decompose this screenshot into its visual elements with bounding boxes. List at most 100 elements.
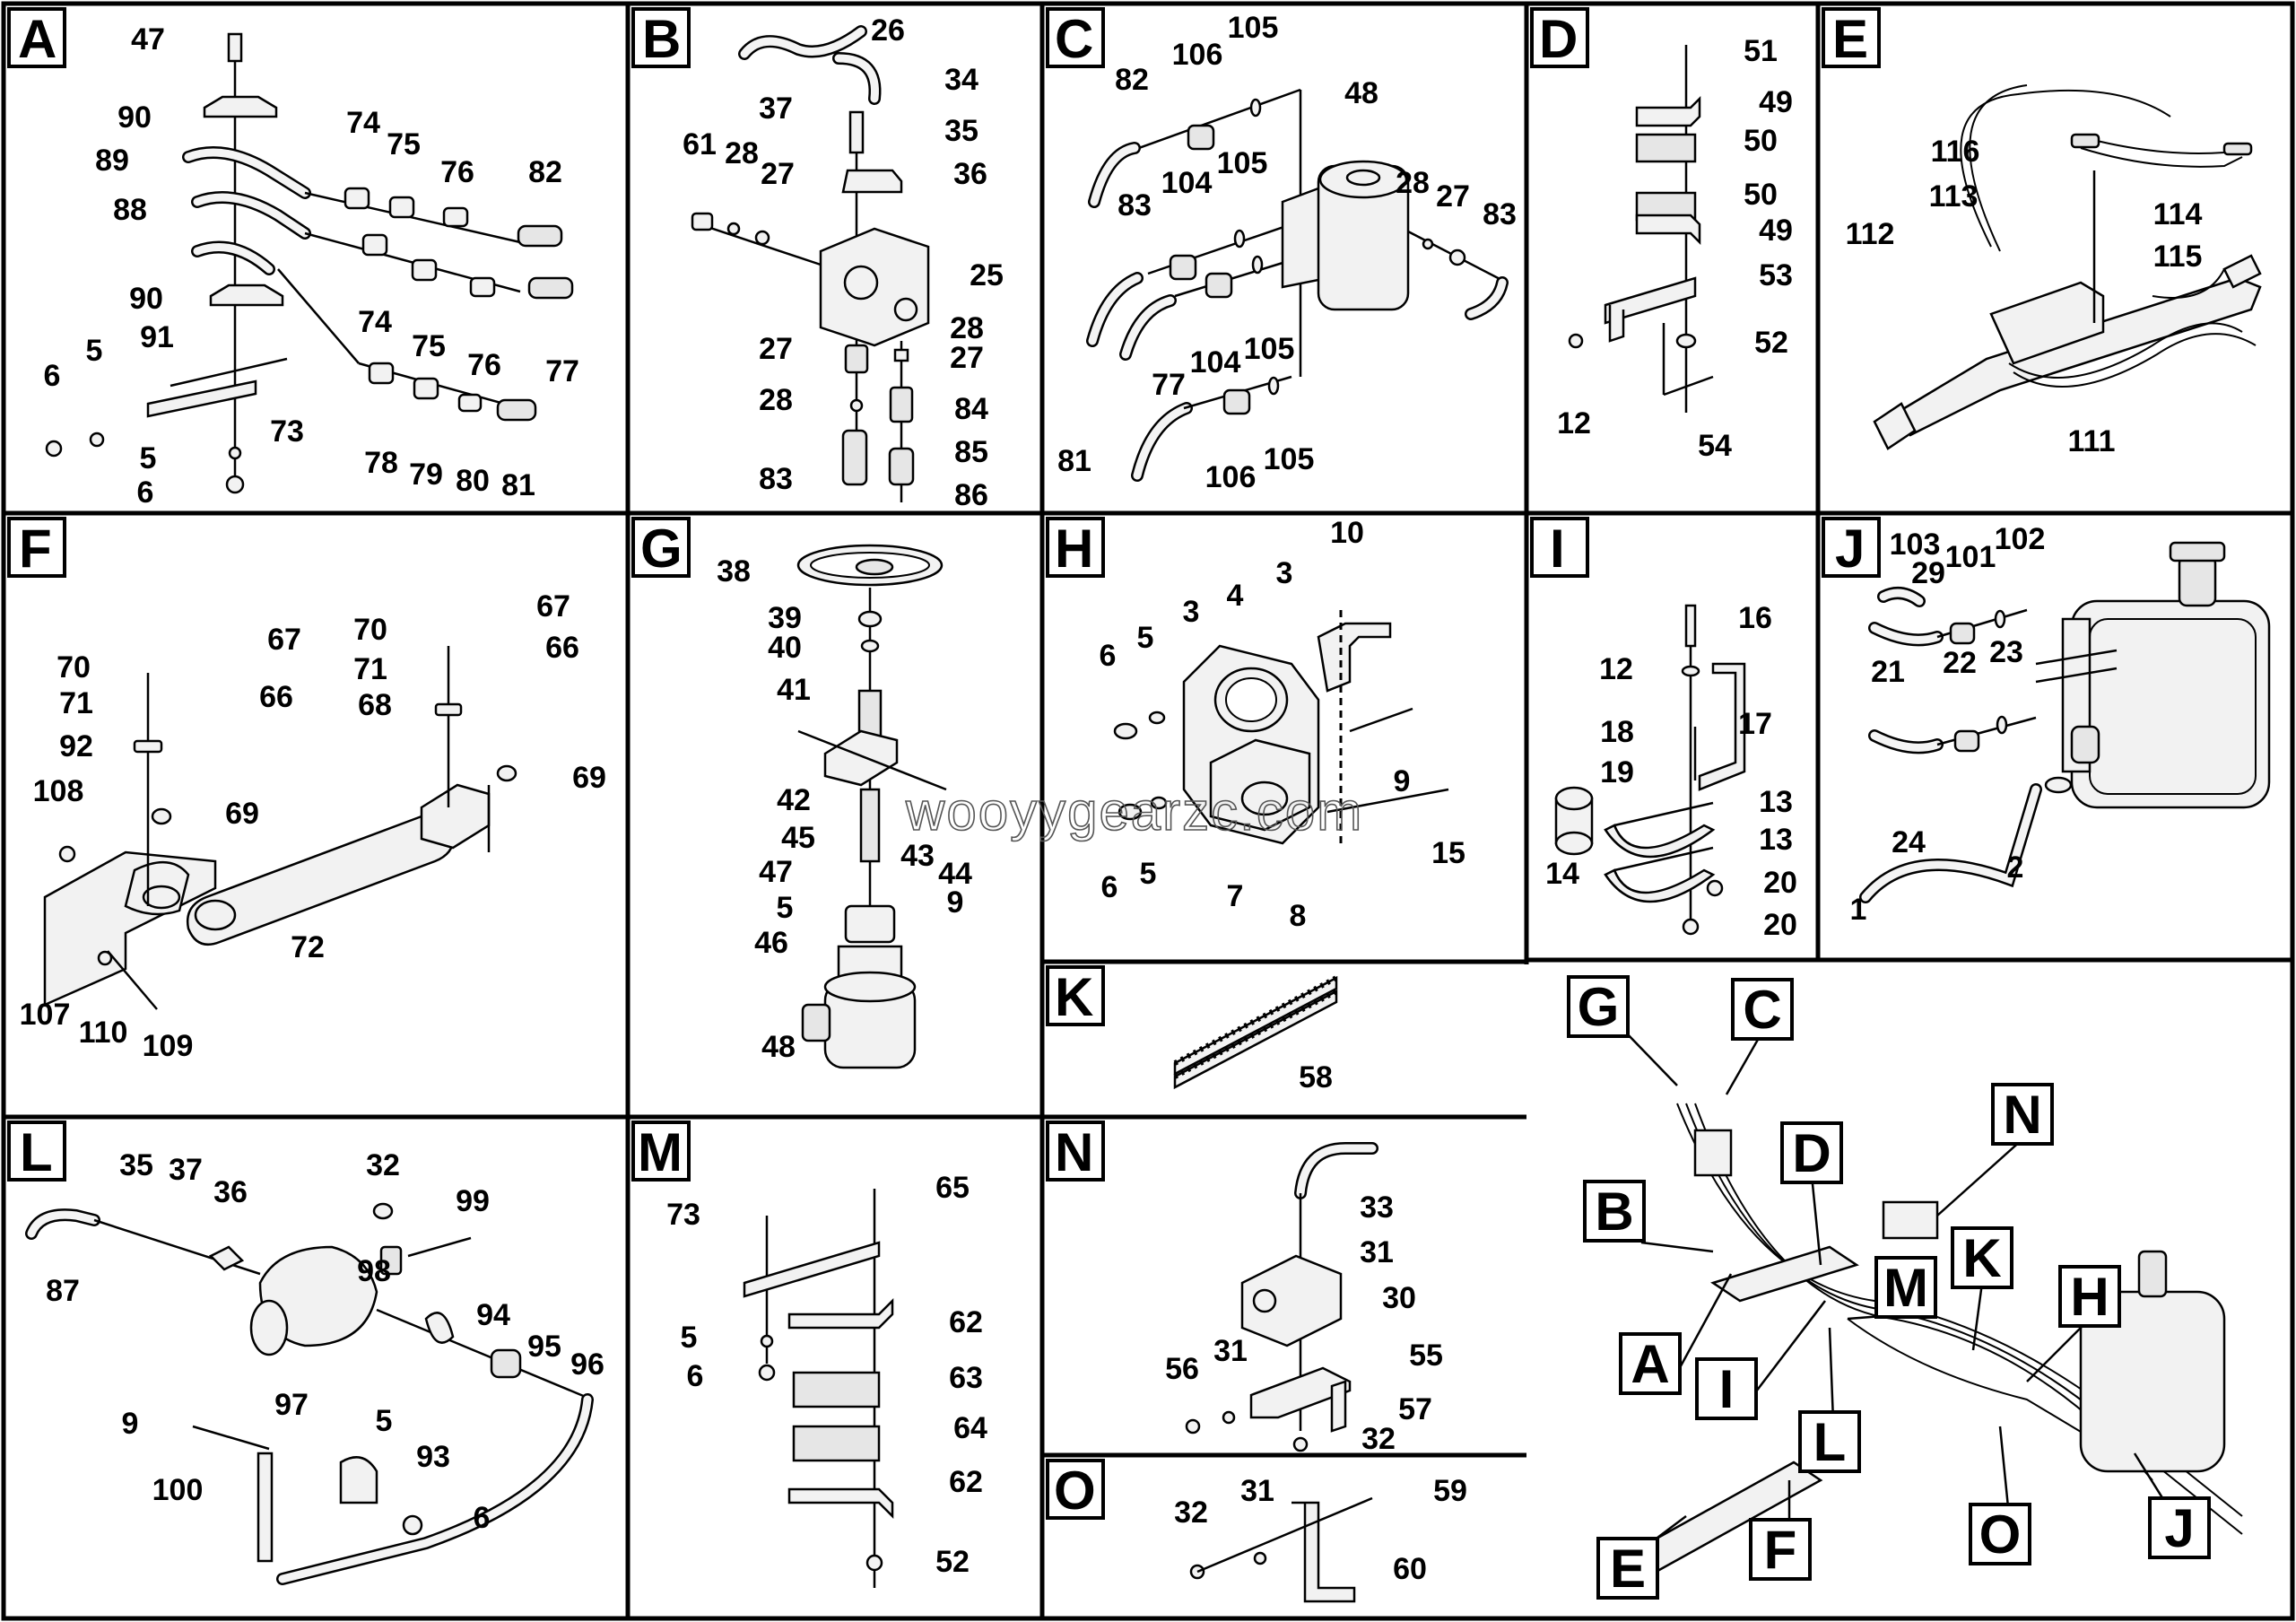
part-callout-C-104: 104 — [1190, 345, 1241, 379]
part-callout-H-8: 8 — [1290, 899, 1307, 933]
part-callout-C-28: 28 — [1396, 166, 1430, 200]
panel-tag-B: B — [631, 7, 691, 69]
part-callout-F-68: 68 — [358, 688, 392, 722]
part-callout-A-74: 74 — [346, 106, 380, 140]
part-callout-H-5: 5 — [1137, 621, 1154, 655]
part-callout-O-32: 32 — [1174, 1496, 1208, 1530]
part-callout-H-6: 6 — [1100, 639, 1117, 673]
overview-box-O: O — [1969, 1503, 2031, 1565]
panel-A-drawing — [45, 32, 574, 494]
part-callout-J-101: 101 — [1945, 540, 1996, 574]
part-callout-G-5: 5 — [777, 891, 794, 925]
part-callout-I-13: 13 — [1759, 823, 1793, 857]
svg-text:L: L — [20, 1122, 53, 1182]
part-callout-L-96: 96 — [570, 1347, 604, 1382]
overview-box-label: O — [1979, 1504, 2022, 1565]
part-callout-A-89: 89 — [95, 144, 129, 178]
svg-text:I: I — [1550, 519, 1565, 579]
part-callout-I-13: 13 — [1759, 785, 1793, 819]
overview-box-F: F — [1749, 1518, 1812, 1581]
part-callout-A-80: 80 — [456, 464, 490, 498]
part-callout-F-66: 66 — [545, 631, 579, 665]
part-callout-A-91: 91 — [140, 320, 174, 354]
part-callout-N-33: 33 — [1360, 1190, 1394, 1225]
part-callout-H-10: 10 — [1330, 516, 1364, 550]
part-callout-I-16: 16 — [1738, 601, 1772, 635]
overview-box-A: A — [1619, 1332, 1682, 1395]
panel-J-drawing — [1859, 541, 2271, 903]
part-callout-E-113: 113 — [1929, 179, 1979, 214]
part-callout-I-17: 17 — [1738, 707, 1772, 741]
part-callout-J-29: 29 — [1911, 556, 1945, 590]
part-callout-A-5: 5 — [86, 334, 103, 368]
part-callout-A-6: 6 — [44, 359, 61, 393]
panel-tag-E: E — [1822, 7, 1881, 69]
part-callout-I-18: 18 — [1600, 715, 1634, 749]
overview-box-label: E — [1610, 1539, 1646, 1599]
part-callout-B-84: 84 — [954, 392, 988, 426]
panel-tag-J: J — [1822, 517, 1881, 579]
panel-tag-I: I — [1530, 517, 1589, 579]
svg-text:O: O — [1054, 1461, 1096, 1521]
part-callout-B-35: 35 — [944, 114, 978, 148]
part-callout-G-39: 39 — [768, 601, 802, 635]
part-callout-C-83: 83 — [1483, 197, 1517, 231]
part-callout-B-28: 28 — [759, 383, 793, 417]
part-callout-I-12: 12 — [1599, 652, 1633, 686]
svg-text:B: B — [642, 9, 681, 69]
part-callout-F-110: 110 — [79, 1016, 128, 1050]
panel-tag-L: L — [7, 1121, 66, 1182]
overview-box-N: N — [1991, 1083, 2054, 1146]
svg-text:J: J — [1835, 519, 1865, 579]
overview-box-label: H — [2070, 1267, 2109, 1327]
part-callout-E-116: 116 — [1931, 135, 1980, 169]
overview-box-M: M — [1874, 1256, 1937, 1319]
part-callout-F-67: 67 — [536, 589, 570, 624]
part-callout-H-4: 4 — [1227, 579, 1244, 613]
overview-box-label: I — [1719, 1359, 1735, 1419]
part-callout-N-32: 32 — [1361, 1422, 1396, 1456]
part-callout-B-27: 27 — [761, 157, 795, 191]
panel-tag-O: O — [1046, 1459, 1105, 1521]
part-callout-G-9: 9 — [947, 885, 964, 920]
part-callout-L-87: 87 — [46, 1274, 80, 1308]
part-callout-A-90: 90 — [129, 282, 163, 316]
svg-text:E: E — [1832, 9, 1868, 69]
part-callout-F-70: 70 — [57, 650, 91, 685]
part-callout-G-44: 44 — [938, 857, 972, 891]
overview-leaders — [1624, 1031, 2181, 1544]
part-callout-I-19: 19 — [1600, 755, 1634, 789]
part-callout-A-74: 74 — [358, 305, 392, 339]
part-callout-D-53: 53 — [1759, 258, 1793, 292]
part-callout-M-73: 73 — [666, 1198, 700, 1232]
overview-box-L: L — [1798, 1410, 1861, 1473]
overview-box-label: A — [1631, 1334, 1669, 1394]
panel-tag-A: A — [7, 7, 66, 69]
part-callout-M-63: 63 — [949, 1361, 983, 1395]
part-callout-J-103: 103 — [1890, 528, 1941, 562]
overview-box-G: G — [1567, 975, 1630, 1038]
panel-O-drawing — [1189, 1496, 1373, 1603]
panel-B-drawing — [691, 25, 930, 502]
part-callout-O-31: 31 — [1240, 1474, 1274, 1508]
panel-tag-H: H — [1046, 517, 1105, 579]
part-callout-L-97: 97 — [274, 1388, 309, 1422]
part-callout-A-77: 77 — [545, 354, 579, 388]
part-callout-C-104: 104 — [1161, 166, 1213, 200]
overview-box-C: C — [1731, 978, 1794, 1041]
part-callout-B-28: 28 — [950, 311, 984, 345]
part-callout-B-27: 27 — [759, 332, 793, 366]
svg-text:K: K — [1055, 967, 1093, 1027]
part-callout-G-42: 42 — [777, 783, 811, 817]
panel-I-drawing — [1554, 604, 1746, 936]
overview-box-J: J — [2148, 1496, 2211, 1559]
part-callout-E-115: 115 — [2153, 240, 2203, 274]
part-callout-I-20: 20 — [1763, 908, 1797, 942]
part-callout-M-52: 52 — [935, 1545, 970, 1579]
part-callout-B-26: 26 — [871, 13, 905, 48]
part-callout-A-90: 90 — [117, 100, 152, 135]
